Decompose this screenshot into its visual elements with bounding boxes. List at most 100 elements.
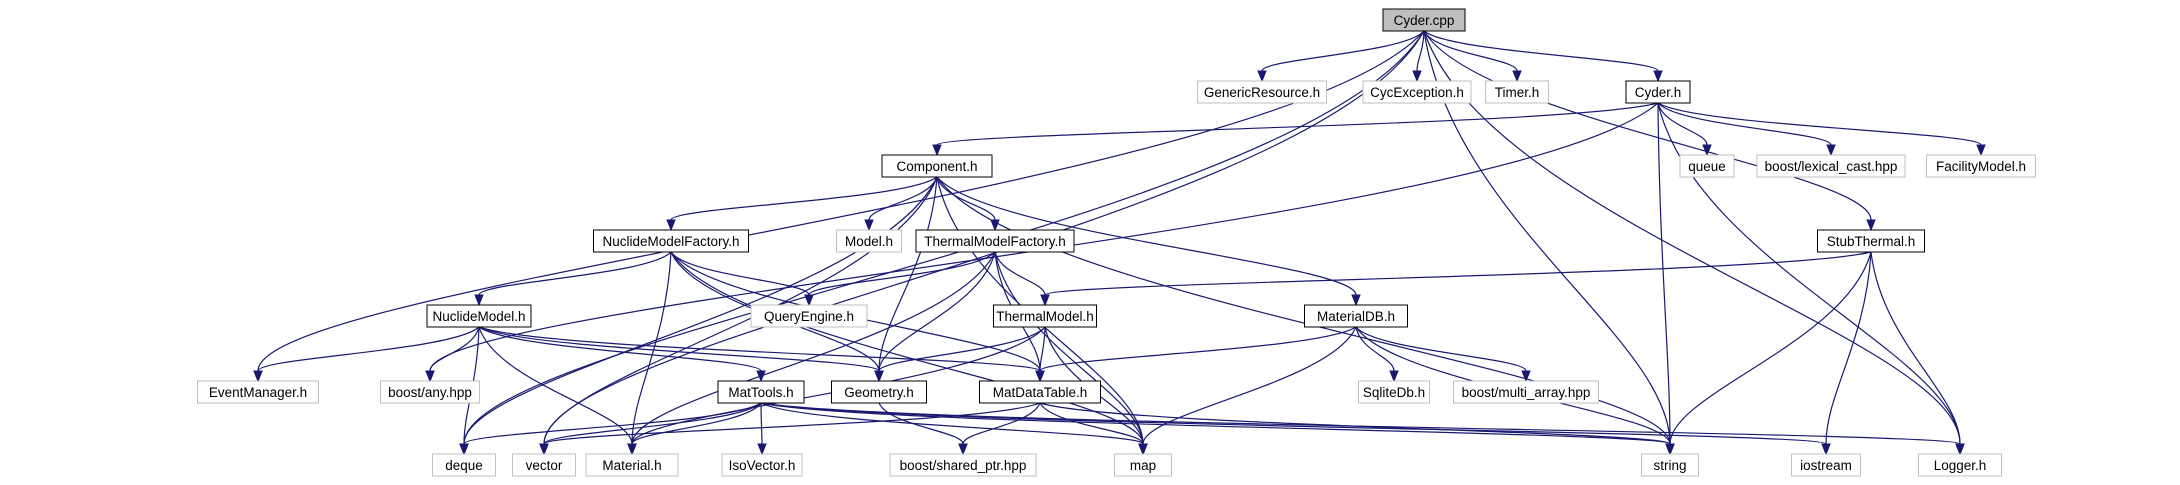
node-material-db[interactable]: MaterialDB.h [1304, 304, 1408, 328]
node-box [1756, 154, 1906, 178]
node-vector[interactable]: vector [512, 453, 576, 477]
node-map[interactable]: map [1114, 453, 1172, 477]
node-material[interactable]: Material.h [585, 453, 679, 477]
edge-line [760, 402, 1961, 445]
node-box [1926, 154, 2036, 178]
node-label: string [1653, 458, 1686, 473]
node-label: MatDataTable.h [993, 385, 1088, 400]
edge-line [878, 176, 938, 372]
edge-line [463, 402, 762, 445]
node-logger[interactable]: Logger.h [1918, 453, 2002, 477]
edge-line [543, 402, 1041, 445]
node-deque[interactable]: deque [432, 453, 496, 477]
node-mat-data-table[interactable]: MatDataTable.h [979, 380, 1101, 404]
node-label: MatTools.h [728, 385, 793, 400]
node-sqlite-db[interactable]: SqliteDb.h [1358, 380, 1430, 404]
node-nuclide-model-factory[interactable]: NuclideModelFactory.h [593, 229, 749, 253]
include-edge [1423, 30, 1663, 83]
node-label: boost/lexical_cast.hpp [1765, 159, 1898, 174]
include-edge [627, 402, 762, 456]
node-label: ThermalModel.h [996, 309, 1094, 324]
edge-arrowhead [1412, 70, 1422, 83]
node-thermal-model-factory[interactable]: ThermalModelFactory.h [915, 229, 1075, 253]
edge-line [1825, 251, 1872, 445]
edge-line [878, 326, 1046, 372]
node-geometry[interactable]: Geometry.h [831, 380, 927, 404]
node-box [1625, 80, 1691, 104]
edge-line [878, 251, 996, 372]
node-cyder-cpp[interactable]: Cyder.cpp [1382, 8, 1466, 32]
node-iostream[interactable]: iostream [1791, 453, 1861, 477]
edge-arrowhead [1821, 443, 1831, 456]
include-edge [1657, 102, 1986, 157]
node-event-manager[interactable]: EventManager.h [197, 380, 319, 404]
node-cyc-exception[interactable]: CycException.h [1362, 80, 1472, 104]
edge-line [1423, 30, 1518, 72]
node-generic-resource[interactable]: GenericResource.h [1197, 80, 1327, 104]
node-iso-vector[interactable]: IsoVector.h [721, 453, 803, 477]
node-label: Geometry.h [844, 385, 914, 400]
edge-line [670, 251, 810, 296]
node-label: EventManager.h [209, 385, 307, 400]
edge-line [936, 176, 1357, 296]
node-facility-model[interactable]: FacilityModel.h [1926, 154, 2036, 178]
node-boost-shared-ptr[interactable]: boost/shared_ptr.hpp [889, 453, 1037, 477]
edge-line [631, 251, 672, 445]
edge-line [1657, 102, 1671, 445]
include-edge [478, 326, 766, 383]
node-box [1453, 380, 1599, 404]
node-boost-any[interactable]: boost/any.hpp [380, 380, 480, 404]
node-box [1362, 80, 1472, 104]
include-edge [1657, 102, 1712, 157]
include-edge [1355, 326, 1531, 383]
node-box [426, 304, 532, 328]
node-queue[interactable]: queue [1679, 154, 1735, 178]
node-timer[interactable]: Timer.h [1485, 80, 1549, 104]
include-edge [253, 326, 480, 383]
edge-arrowhead [1351, 294, 1361, 307]
edge-arrowhead [253, 370, 263, 383]
node-boost-lexical-cast[interactable]: boost/lexical_cast.hpp [1756, 154, 1906, 178]
edge-arrowhead [874, 370, 884, 383]
edge-line [1142, 326, 1357, 445]
edge-arrowhead [1521, 370, 1531, 383]
node-box [432, 453, 496, 477]
node-box [721, 453, 803, 477]
include-edge [878, 402, 968, 456]
node-label: Logger.h [1934, 458, 1987, 473]
edge-line [1039, 402, 1144, 445]
node-box [889, 453, 1037, 477]
node-nuclide-model[interactable]: NuclideModel.h [426, 304, 532, 328]
edge-line [936, 102, 1659, 146]
node-label: Material.h [602, 458, 661, 473]
node-label: Timer.h [1495, 85, 1540, 100]
node-stub-thermal[interactable]: StubThermal.h [1817, 229, 1925, 253]
node-label: Cyder.h [1635, 85, 1682, 100]
include-edge [1040, 251, 1872, 307]
node-string[interactable]: string [1641, 453, 1699, 477]
include-edge [804, 251, 996, 307]
edge-line [631, 402, 762, 445]
node-query-engine[interactable]: QueryEngine.h [750, 304, 868, 328]
node-box [1304, 304, 1408, 328]
node-box [881, 154, 993, 178]
node-box [380, 380, 480, 404]
node-label: CycException.h [1370, 85, 1464, 100]
edge-line [463, 30, 1425, 445]
edge-line [478, 326, 633, 445]
node-boost-multi-array[interactable]: boost/multi_array.hpp [1453, 380, 1599, 404]
node-label: Model.h [845, 234, 893, 249]
node-thermal-model[interactable]: ThermalModel.h [993, 304, 1097, 328]
node-component[interactable]: Component.h [881, 154, 993, 178]
node-cyder-h[interactable]: Cyder.h [1625, 80, 1691, 104]
edge-line [670, 251, 1041, 372]
node-model[interactable]: Model.h [836, 229, 902, 253]
edge-arrowhead [1138, 443, 1148, 456]
node-box [1679, 154, 1735, 178]
node-label: QueryEngine.h [764, 309, 854, 324]
node-mat-tools[interactable]: MatTools.h [717, 380, 805, 404]
node-box [717, 380, 805, 404]
node-box [979, 380, 1101, 404]
include-edge [1412, 30, 1425, 83]
